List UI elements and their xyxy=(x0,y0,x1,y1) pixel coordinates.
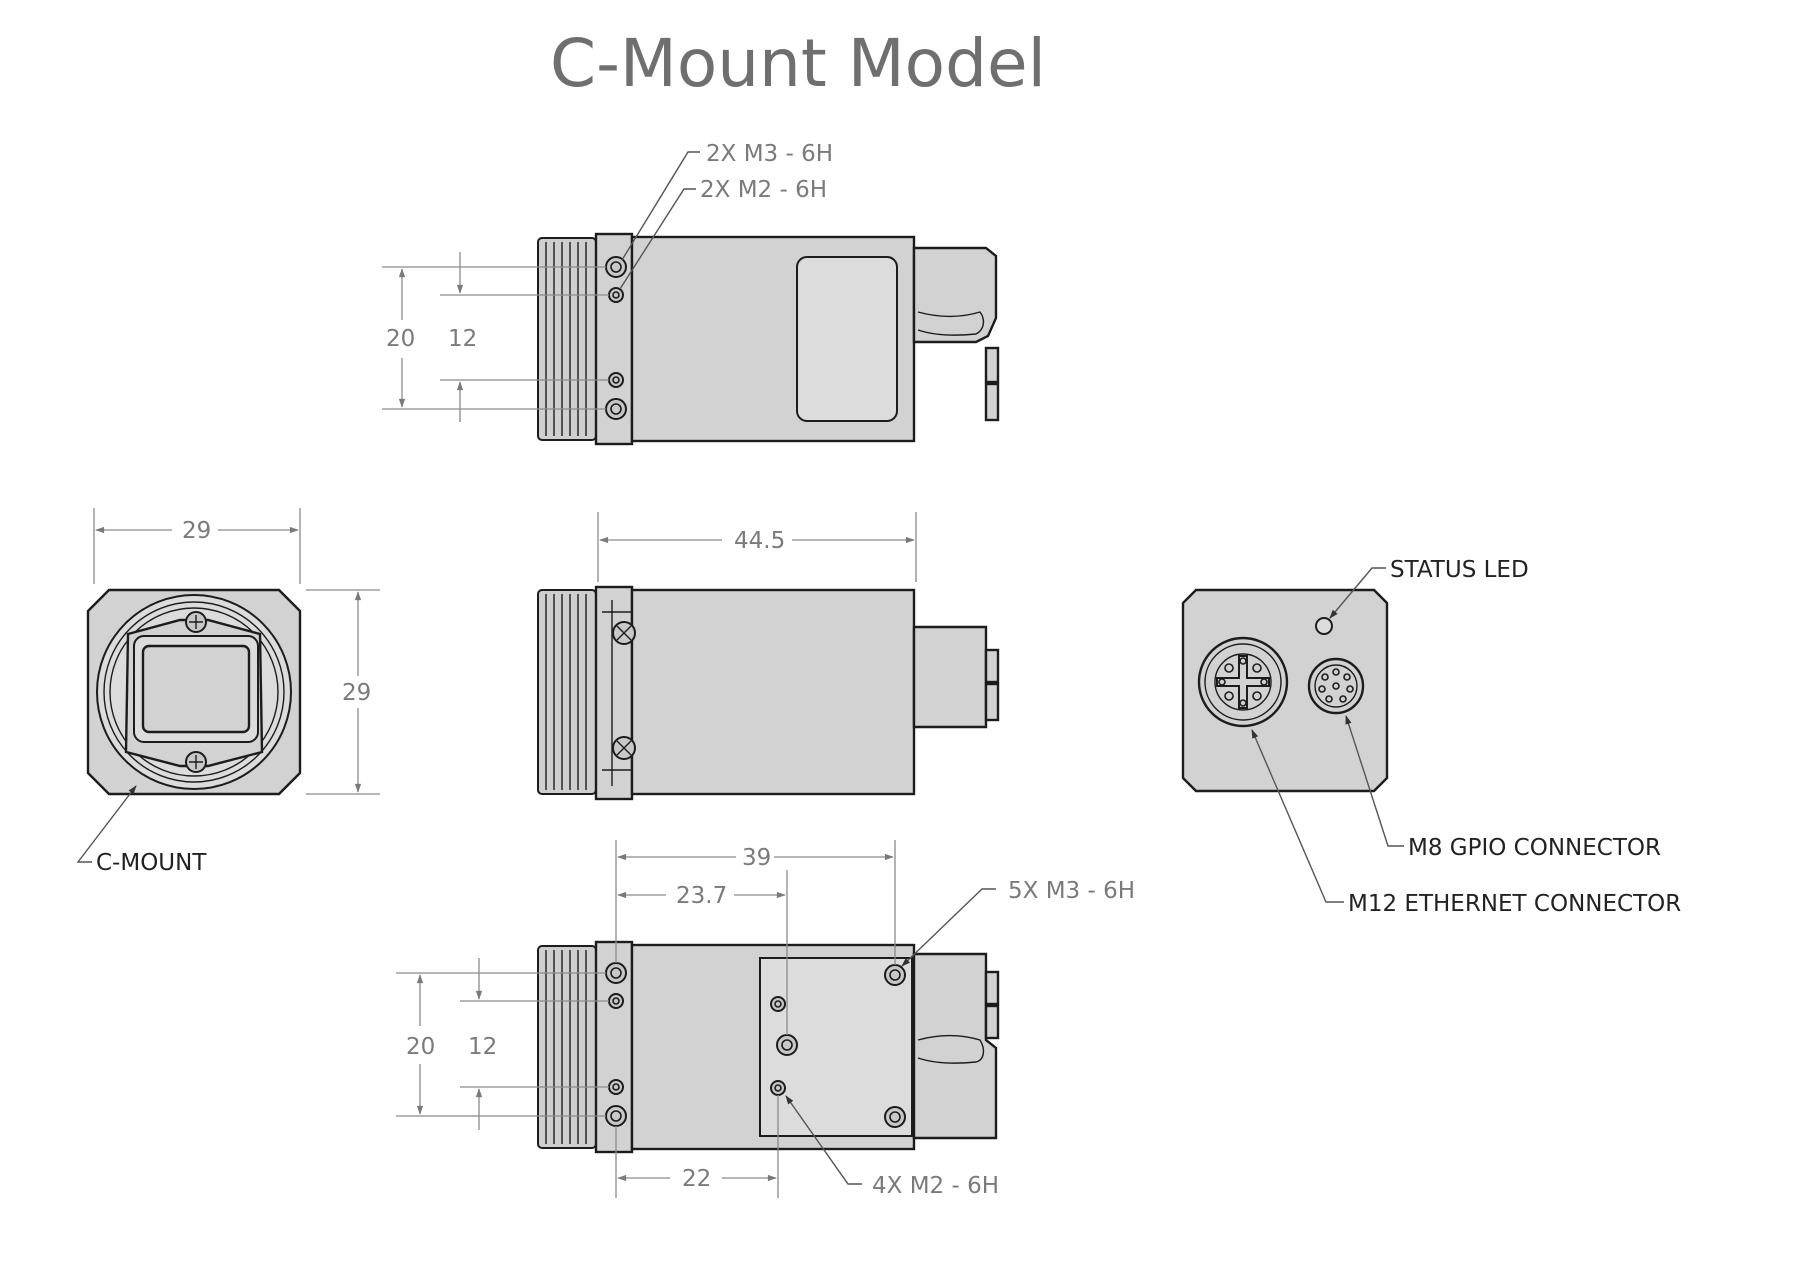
top-view-connector-lip xyxy=(917,311,985,336)
top-m2-hole-2 xyxy=(608,372,624,388)
top-dim-12-label: 12 xyxy=(448,326,477,352)
bottom-m3-hole-5-inner xyxy=(889,1111,901,1123)
m12-ethernet-label: M12 ETHERNET CONNECTOR xyxy=(1348,891,1681,917)
c-mount-ring-3 xyxy=(109,607,279,777)
top-view-dimensions: 20 12 xyxy=(382,252,609,422)
front-view: 29 29 C-MOUNT xyxy=(76,508,380,876)
bottom-dim-20-label: 20 xyxy=(406,1034,435,1060)
side-view: 44.5 xyxy=(537,512,1000,801)
top-view-connector-boss-1 xyxy=(984,346,1000,384)
front-dim-width-label: 29 xyxy=(182,518,211,544)
bottom-m3-hole-2 xyxy=(605,1105,627,1127)
status-led-label: STATUS LED xyxy=(1390,557,1529,583)
top-view-thread-ridges xyxy=(545,242,587,436)
top-m2-hole-1-inner xyxy=(612,291,620,299)
m12-ethernet-connector xyxy=(1197,636,1289,728)
top-callout-m2-leader xyxy=(619,188,696,290)
bottom-view-holes xyxy=(605,962,906,1128)
side-view-ring-step xyxy=(602,600,632,786)
bottom-callout-m3-leader xyxy=(901,888,996,967)
bottom-dim-23-7-label: 23.7 xyxy=(676,883,727,909)
bottom-m3-hole-1-inner xyxy=(610,967,622,979)
bottom-view-connector-boss-1 xyxy=(984,970,1000,1006)
bottom-view-connector-lip xyxy=(917,1034,985,1064)
bottom-m3-hole-3 xyxy=(776,1034,798,1056)
bottom-view-connector-housing xyxy=(912,952,998,1140)
top-m2-hole-2-inner xyxy=(612,376,620,384)
bottom-m2-hole-1-inner xyxy=(612,997,620,1005)
bottom-view: 39 23.7 22 20 12 5X M3 - 6H 4X M2 - 6H xyxy=(396,840,1135,1199)
top-m3-hole-2 xyxy=(605,398,627,420)
page-title: C-Mount Model xyxy=(550,25,1046,102)
bottom-m3-hole-5 xyxy=(884,1106,906,1128)
top-dim-20-label: 20 xyxy=(386,326,415,352)
sensor-window xyxy=(141,644,251,734)
bottom-callout-m3: 5X M3 - 6H xyxy=(1008,878,1135,904)
bottom-view-thread-ridges xyxy=(545,950,587,1144)
status-led xyxy=(1315,617,1333,635)
bottom-dim-22-label: 22 xyxy=(682,1166,711,1192)
bottom-m3-hole-1 xyxy=(605,962,627,984)
side-view-connector-boss-2 xyxy=(984,682,1000,722)
m8-gpio-label: M8 GPIO CONNECTOR xyxy=(1408,835,1661,861)
side-view-housing xyxy=(630,588,916,796)
top-view: 20 12 2X M3 - 6H 2X M2 - 6H xyxy=(382,141,1000,446)
top-callout-m2: 2X M2 - 6H xyxy=(700,177,827,203)
bottom-view-connector-boss-2 xyxy=(984,1004,1000,1040)
top-m3-hole-1-inner xyxy=(610,261,622,273)
bottom-m3-hole-2-inner xyxy=(610,1110,622,1122)
bottom-m2-hole-3-inner xyxy=(774,1000,782,1008)
status-led-leader xyxy=(1329,567,1386,619)
side-screw-2-slot xyxy=(616,740,632,756)
side-view-connector-housing xyxy=(912,625,988,729)
side-dim-length-label: 44.5 xyxy=(734,528,785,554)
top-view-holes xyxy=(605,256,627,420)
front-screw-bottom-slot xyxy=(189,755,203,769)
top-view-connector-housing xyxy=(912,246,998,344)
front-screw-top-slot xyxy=(189,615,203,629)
m12-ethernet-leader xyxy=(1251,729,1344,903)
rear-view: STATUS LED M8 GPIO CONNECTOR M12 ETHERNE… xyxy=(1181,557,1681,917)
side-view-connector-boss-1 xyxy=(984,648,1000,684)
bottom-m2-hole-2 xyxy=(608,1079,624,1095)
top-callout-m3: 2X M3 - 6H xyxy=(706,141,833,167)
bottom-m3-hole-4-inner xyxy=(889,969,901,981)
bottom-m2-hole-4-inner xyxy=(774,1084,782,1092)
top-m2-hole-1 xyxy=(608,287,624,303)
bottom-callout-m2: 4X M2 - 6H xyxy=(872,1173,999,1199)
side-view-front-ring xyxy=(594,585,634,801)
c-mount-label: C-MOUNT xyxy=(96,850,207,876)
bottom-m2-hole-1 xyxy=(608,993,624,1009)
bottom-callout-m2-leader xyxy=(785,1095,862,1185)
bottom-m2-hole-2-inner xyxy=(612,1083,620,1091)
m8-gpio-connector xyxy=(1307,657,1365,715)
bottom-m2-hole-4 xyxy=(770,1080,786,1096)
top-view-connector-boss-2 xyxy=(984,382,1000,422)
top-callout-m3-leader xyxy=(621,151,700,261)
front-dim-height-label: 29 xyxy=(342,680,371,706)
c-mount-ring-2 xyxy=(103,601,285,783)
bottom-dim-39-label: 39 xyxy=(742,845,771,871)
side-view-thread-ridges xyxy=(545,594,587,790)
bottom-m3-hole-3-inner xyxy=(781,1039,793,1051)
bottom-m3-hole-4 xyxy=(884,964,906,986)
m8-gpio-leader xyxy=(1345,715,1404,847)
c-mount-leader xyxy=(76,785,137,863)
top-view-label-panel xyxy=(796,256,898,422)
bottom-m2-hole-3 xyxy=(770,996,786,1012)
top-m3-hole-2-inner xyxy=(610,403,622,415)
top-m3-hole-1 xyxy=(605,256,627,278)
bottom-dim-12-label: 12 xyxy=(468,1034,497,1060)
side-screw-1-slot xyxy=(616,625,632,641)
